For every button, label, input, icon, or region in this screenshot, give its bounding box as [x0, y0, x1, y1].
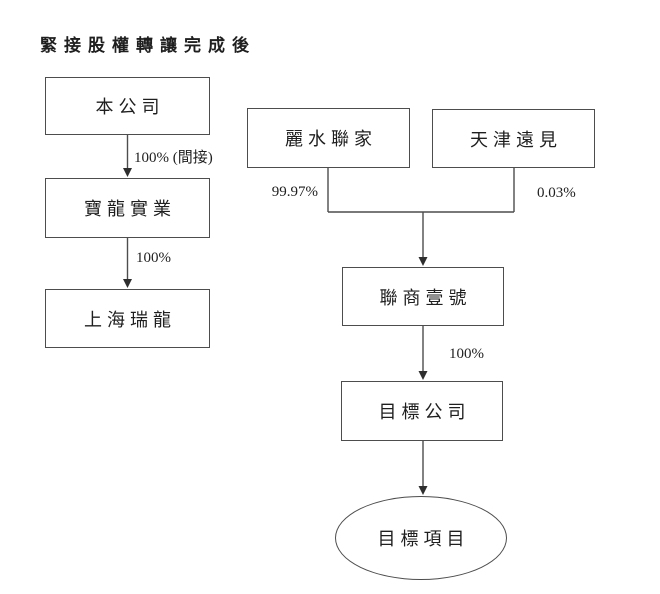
node-baolong-industrial-label: 寶龍實業 [84, 199, 176, 219]
node-lishui-lianjia-label: 麗水聯家 [285, 129, 377, 149]
node-lishui-lianjia: 麗水聯家 [247, 108, 410, 168]
node-shanghai-ruilong: 上海瑞龍 [45, 289, 210, 348]
edge-label-lianshang-target: 100% [449, 346, 484, 362]
node-lianshang-yihao: 聯商壹號 [342, 267, 504, 326]
node-company: 本公司 [45, 77, 210, 135]
arrowhead-target-project [418, 486, 428, 495]
node-shanghai-ruilong-label: 上海瑞龍 [84, 309, 176, 330]
edge-label-tianjin-share: 0.03% [537, 185, 576, 201]
arrowhead-lianshang-target [418, 371, 428, 380]
node-target-project: 目標項目 [335, 496, 507, 580]
edge-label-lishui-share: 99.97% [271, 184, 318, 200]
arrowhead-join-lianshang [418, 257, 428, 266]
diagram-title: 緊接股權轉讓完成後 [40, 36, 256, 55]
node-lianshang-yihao-label: 聯商壹號 [379, 287, 472, 308]
node-tianjin-yuanjian-label: 天津遠見 [470, 129, 562, 150]
edge-label-baolong-shanghai: 100% [136, 250, 171, 266]
node-target-company: 目標公司 [341, 381, 503, 441]
node-target-company-label: 目標公司 [378, 402, 471, 422]
node-baolong-industrial: 寶龍實業 [45, 178, 210, 238]
edge-label-company-baolong: 100% (間接) [134, 150, 213, 166]
arrowhead-baolong-shanghai [123, 279, 132, 288]
node-tianjin-yuanjian: 天津遠見 [432, 109, 595, 168]
arrowhead-company-baolong [123, 168, 132, 177]
node-target-project-label: 目標項目 [377, 529, 470, 549]
node-company-label: 本公司 [95, 97, 165, 117]
